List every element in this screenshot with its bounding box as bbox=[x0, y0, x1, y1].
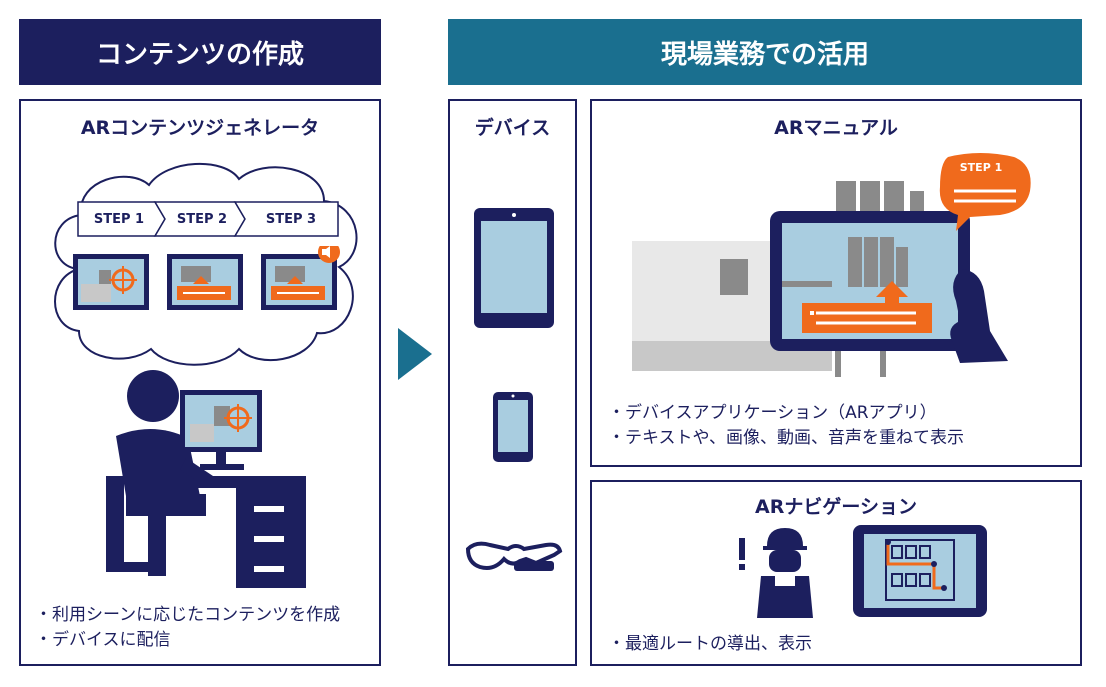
content-creation-header-text: コンテンツの作成 bbox=[95, 39, 304, 70]
navigation-tablet-icon bbox=[853, 525, 987, 617]
ar-navigation-bullets: ・最適ルートの導出、表示 bbox=[608, 632, 812, 657]
field-usage-header-text: 現場業務での活用 bbox=[660, 39, 869, 70]
ar-manual-panel: ARマニュアル STEP 1 ・デバイスアプリケーション bbox=[590, 99, 1082, 467]
smart-glasses-icon bbox=[465, 541, 563, 571]
ar-manual-bubble-label: STEP 1 bbox=[959, 161, 1003, 174]
step-2-label: STEP 2 bbox=[176, 211, 228, 227]
worker-with-helmet-icon bbox=[739, 528, 813, 618]
generator-bullets: ・利用シーンに応じたコンテンツを作成 ・デバイスに配信 bbox=[35, 603, 340, 653]
smartphone-icon bbox=[493, 392, 533, 462]
ar-navigation-title: ARナビゲーション bbox=[755, 496, 917, 518]
step-thumbnails bbox=[73, 246, 340, 310]
devices-panel: デバイス bbox=[448, 99, 577, 666]
flow-arrow-icon bbox=[398, 328, 432, 380]
field-usage-header: 現場業務での活用 bbox=[448, 19, 1082, 85]
ar-manual-title: ARマニュアル bbox=[774, 117, 898, 139]
ar-manual-bullet-2: ・テキストや、画像、動画、音声を重ねて表示 bbox=[608, 428, 964, 448]
ar-manual-illustration bbox=[632, 153, 1031, 377]
ar-manual-bullets: ・デバイスアプリケーション（ARアプリ） ・テキストや、画像、動画、音声を重ねて… bbox=[608, 401, 964, 451]
step-1-label: STEP 1 bbox=[93, 211, 145, 227]
steps-bar-shape bbox=[77, 201, 339, 237]
tablet-icon bbox=[474, 208, 554, 328]
generator-bullet-1: ・利用シーンに応じたコンテンツを作成 bbox=[35, 605, 341, 625]
steps-bar: STEP 1 STEP 2 STEP 3 bbox=[77, 201, 339, 237]
generator-bullet-2: ・デバイスに配信 bbox=[35, 630, 171, 650]
ar-manual-bullet-1: ・デバイスアプリケーション（ARアプリ） bbox=[608, 403, 937, 423]
devices-title: デバイス bbox=[474, 117, 551, 139]
generator-panel: ARコンテンツジェネレータ STEP 1 STEP 2 STEP 3 bbox=[19, 99, 381, 666]
person-at-desk-illustration bbox=[106, 370, 306, 588]
generator-title: ARコンテンツジェネレータ bbox=[80, 117, 320, 139]
content-creation-header: コンテンツの作成 bbox=[19, 19, 381, 85]
ar-navigation-bullet-1: ・最適ルートの導出、表示 bbox=[608, 634, 812, 654]
step-3-label: STEP 3 bbox=[265, 211, 317, 227]
ar-navigation-panel: ARナビゲーション ・最適ルートの導出、表示 bbox=[590, 480, 1082, 666]
